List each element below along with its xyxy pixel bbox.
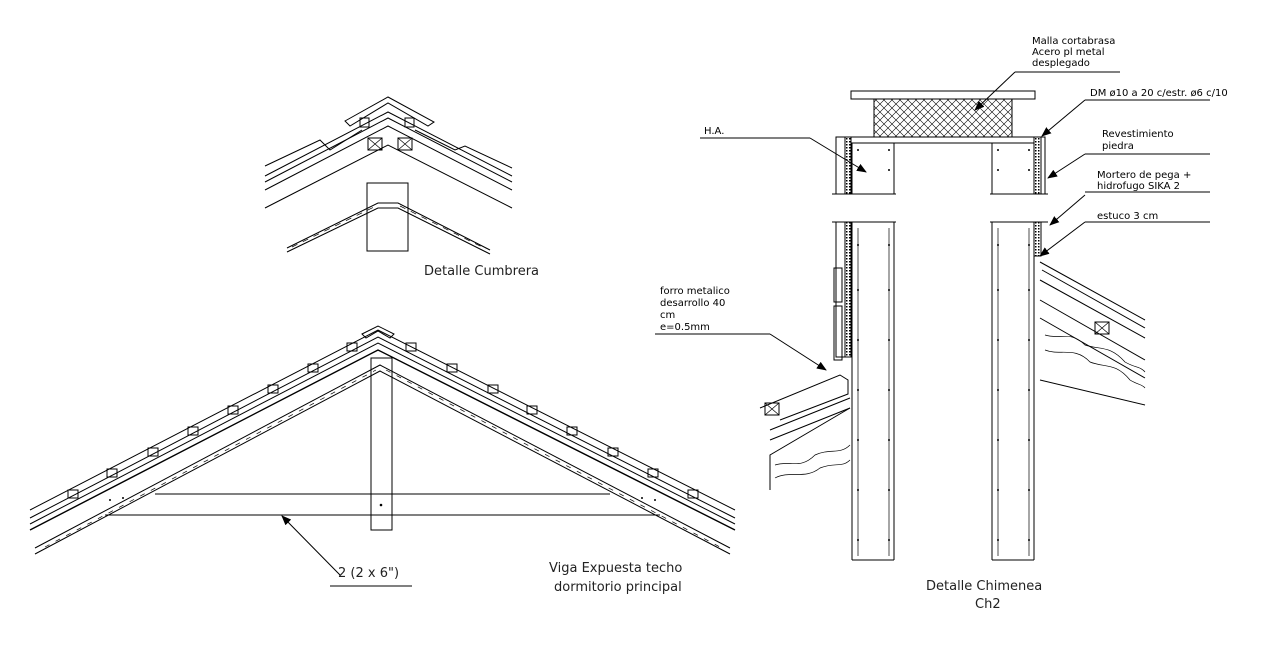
label-mortero-2: hidrofugo SIKA 2 [1097,181,1180,192]
chimenea-detail [655,71,1210,561]
label-viga-dimension: 2 (2 x 6") [338,566,399,581]
title-viga-line2: dormitorio principal [554,580,682,595]
tiles-left [67,342,358,499]
label-dm: DM ø10 a 20 c/estr. ø6 c/10 [1090,88,1228,99]
label-forro-3: cm [660,310,675,321]
rebar-right [997,149,1030,541]
label-malla-2: Acero pl metal [1032,47,1105,58]
batten-right [397,137,413,151]
ridge-cap [344,96,435,127]
title-chimenea-line1: Detalle Chimenea [926,579,1042,594]
king-post [370,357,393,531]
label-forro-1: forro metalico [660,286,730,297]
batten-left [367,137,383,151]
title-viga-line1: Viga Expuesta techo [549,561,682,576]
rebar-left [857,149,890,541]
title-chimenea-line2: Ch2 [975,597,1001,612]
tiles-right [405,342,699,499]
viga-detail [29,325,736,587]
title-cumbrera: Detalle Cumbrera [424,264,539,279]
chimney-cap [850,90,1036,100]
label-forro-4: e=0.5mm [660,322,710,333]
label-malla-1: Malla cortabrasa [1032,36,1115,47]
label-revest-2: piedra [1102,141,1134,152]
label-forro-2: desarrollo 40 [660,298,725,309]
label-malla-3: desplegado [1032,58,1090,69]
cumbrera-detail [264,96,513,255]
label-mortero-1: Mortero de pega + [1097,170,1191,181]
label-ha: H.A. [704,126,724,137]
label-estuco: estuco 3 cm [1097,211,1158,222]
label-revest-1: Revestimiento [1102,129,1174,140]
post [366,182,409,252]
mesh-screen [873,98,1013,138]
